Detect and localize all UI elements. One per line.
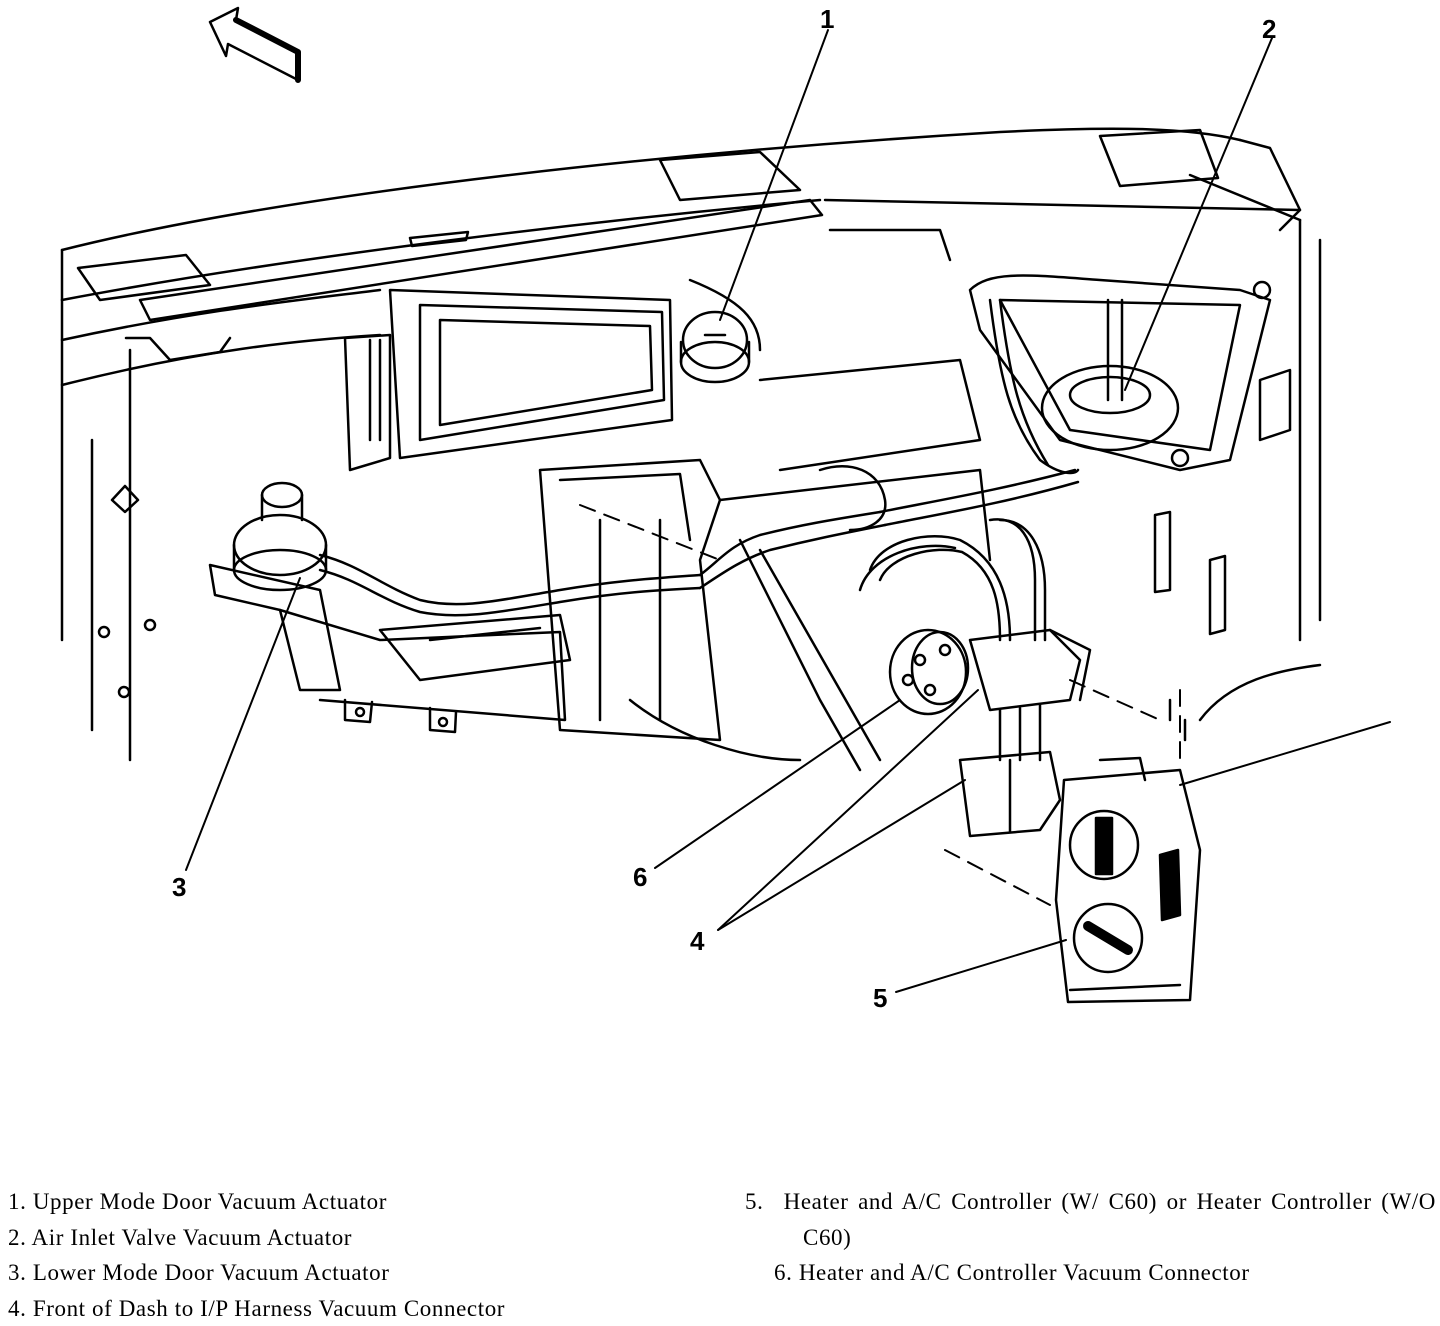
legend-item-1: 1. Upper Mode Door Vacuum Actuator xyxy=(8,1184,708,1220)
legend-text: Heater and A/C Controller Vacuum Connect… xyxy=(798,1260,1250,1285)
heater-ac-controller xyxy=(1054,756,1202,1004)
legend-text: Heater and A/C Controller (W/ C60) or He… xyxy=(783,1189,1436,1250)
install-guide-lines xyxy=(579,504,1181,906)
hvac-module xyxy=(343,278,992,762)
instrument-panel-dash xyxy=(60,127,1302,762)
forward-direction-arrow-icon xyxy=(208,6,301,83)
legend-item-3: 3. Lower Mode Door Vacuum Actuator xyxy=(8,1255,708,1291)
callout-5: 5 xyxy=(873,983,887,1013)
leader-lines xyxy=(185,29,1391,993)
hvac-vacuum-diagram: 1 2 3 4 5 6 xyxy=(60,4,1391,1013)
legend-item-6: 6. Heater and A/C Controller Vacuum Conn… xyxy=(774,1255,1436,1291)
legend-number: 3. xyxy=(8,1260,27,1285)
legend-text: Lower Mode Door Vacuum Actuator xyxy=(32,1260,390,1285)
legend-number: 4. xyxy=(8,1295,27,1321)
leader-line-5b xyxy=(1179,721,1391,786)
callout-2: 2 xyxy=(1262,14,1276,44)
callout-6: 6 xyxy=(633,862,647,892)
controller-vacuum-connector xyxy=(858,518,1092,838)
lower-mode-door-actuator xyxy=(208,481,342,692)
leader-line-5a xyxy=(895,939,1067,993)
legend-number: 2. xyxy=(8,1224,27,1250)
legend-item-2: 2. Air Inlet Valve Vacuum Actuator xyxy=(8,1220,708,1256)
callout-3: 3 xyxy=(172,872,186,902)
leader-line-6 xyxy=(654,699,901,869)
air-inlet-valve-actuator xyxy=(968,218,1322,642)
legend-text: Front of Dash to I/P Harness Vacuum Conn… xyxy=(32,1295,506,1321)
leader-line-1 xyxy=(719,29,829,321)
callout-4: 4 xyxy=(690,926,705,956)
legend-number: 6. xyxy=(774,1260,793,1285)
lower-housing xyxy=(278,608,572,734)
legend-text: Upper Mode Door Vacuum Actuator xyxy=(32,1189,387,1214)
leader-line-3 xyxy=(185,577,301,871)
right-panel-slots xyxy=(1153,510,1322,742)
legend-item-4: 4. Front of Dash to I/P Harness Vacuum C… xyxy=(8,1291,708,1326)
leader-line-2 xyxy=(1124,37,1273,391)
upper-mode-door-actuator xyxy=(679,310,751,384)
vacuum-hoses xyxy=(318,298,1080,772)
leader-line-4a xyxy=(717,689,979,931)
left-panel-fasteners xyxy=(97,484,157,699)
leader-line-4b xyxy=(717,779,966,931)
legend-text: Air Inlet Valve Vacuum Actuator xyxy=(31,1224,353,1250)
callout-1: 1 xyxy=(820,4,834,34)
legend-right-column: 5. Heater and A/C Controller (W/ C60) or… xyxy=(745,1184,1436,1291)
legend-left-column: 1. Upper Mode Door Vacuum Actuator 2. Ai… xyxy=(8,1184,708,1326)
legend-number: 1. xyxy=(8,1189,27,1214)
legend-item-5: 5. Heater and A/C Controller (W/ C60) or… xyxy=(745,1189,1436,1250)
